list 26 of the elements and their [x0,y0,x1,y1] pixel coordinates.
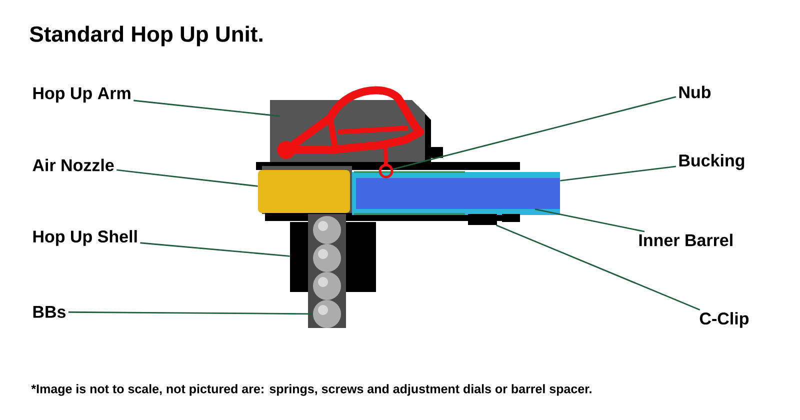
leader-line [496,224,700,311]
part-label: Inner Barrel [639,234,732,246]
leader-line [534,208,645,232]
part-label: Air Nozzle [32,158,114,172]
leader-line [134,100,280,117]
leader-line [68,311,313,315]
leader-line [560,166,676,182]
part-label: Hop Up Shell [33,230,137,246]
part-label: BBs [33,306,66,318]
footnote: *Image is not to scale, not pictured are: springs, screws and adjustment dials or barrel spacer. [31,384,592,396]
leader-line [116,169,258,187]
part-label: Hop Up Arm [33,87,130,103]
inner-barrel [356,178,560,209]
bb [313,216,341,244]
nub [378,146,394,178]
leader-line [392,96,676,170]
title: Standard Hop Up Unit. [30,26,262,46]
part-label: Bucking [679,154,744,170]
leader-line [140,242,290,257]
bb [313,272,341,300]
air-nozzle [258,170,350,213]
part-label: Nub [679,86,711,98]
hop-up-arm-drawing [277,86,424,159]
part-label: C-Clip [700,312,749,328]
bb [313,300,341,328]
c-clip [468,214,520,225]
